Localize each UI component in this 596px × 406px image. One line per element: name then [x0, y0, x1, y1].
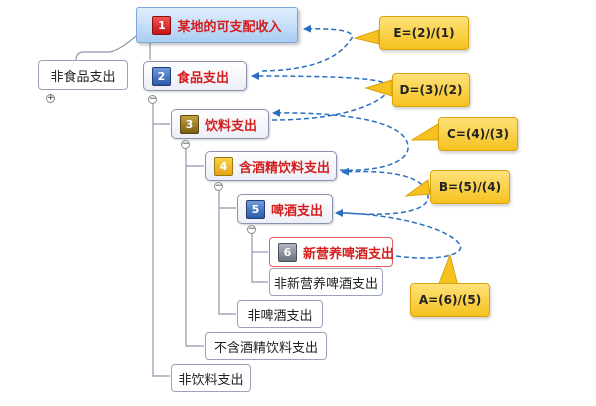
callout-b: B=(5)/(4) [430, 170, 510, 204]
number-badge-6: 6 [278, 242, 297, 262]
arrow-b [336, 167, 429, 216]
node-label: 食品支出 [177, 70, 230, 86]
node-alcoholic[interactable]: 4 含酒精饮料支出 [205, 151, 337, 181]
callout-text: E=(2)/(1) [393, 26, 455, 40]
callout-e: E=(2)/(1) [379, 16, 469, 50]
connector-beverage-trunk [185, 144, 204, 347]
connector-beer-trunk [251, 228, 268, 283]
connector-alcoholic-trunk [218, 186, 236, 315]
node-non-alcoholic[interactable]: 不含酒精饮料支出 [205, 332, 327, 360]
callout-text: A=(6)/(5) [418, 293, 482, 307]
callout-text: C=(4)/(3) [447, 127, 509, 141]
node-food[interactable]: 2 食品支出 [143, 61, 247, 91]
number-badge-5: 5 [246, 199, 265, 219]
callout-c: C=(4)/(3) [438, 117, 518, 151]
collapse-toggle-icon[interactable]: − [214, 181, 223, 191]
connector-food-trunk [152, 100, 170, 377]
collapse-toggle-icon[interactable]: − [247, 224, 256, 234]
root-label: 某地的可支配收入 [177, 19, 282, 35]
number-badge-4: 4 [214, 156, 233, 176]
collapse-toggle-icon[interactable]: − [181, 139, 190, 149]
node-label: 非新营养啤酒支出 [274, 276, 379, 292]
number-badge-1: 1 [152, 15, 172, 35]
node-label: 新营养啤酒支出 [303, 246, 395, 262]
node-label: 非啤酒支出 [247, 308, 313, 324]
node-label: 非食品支出 [50, 69, 116, 85]
node-non-beer[interactable]: 非啤酒支出 [237, 300, 323, 328]
node-non-new-nutrition-beer[interactable]: 非新营养啤酒支出 [269, 268, 383, 296]
number-badge-2: 2 [152, 66, 171, 86]
callout-pointer-a [437, 253, 459, 287]
expand-toggle-icon[interactable]: + [46, 93, 55, 103]
callout-d: D=(3)/(2) [392, 73, 470, 107]
node-label: 啤酒支出 [271, 203, 324, 219]
collapse-toggle-icon[interactable]: − [148, 94, 157, 104]
node-beverage[interactable]: 3 饮料支出 [171, 109, 269, 139]
arrow-c [272, 108, 409, 171]
node-label: 饮料支出 [205, 118, 258, 134]
node-non-beverage[interactable]: 非饮料支出 [171, 364, 251, 392]
callout-pointer-d [364, 79, 393, 97]
node-non-food[interactable]: 非食品支出 [38, 60, 128, 90]
node-label: 含酒精饮料支出 [239, 160, 331, 176]
number-badge-3: 3 [180, 114, 199, 134]
callout-text: B=(5)/(4) [438, 180, 502, 194]
node-new-nutrition-beer[interactable]: 6 新营养啤酒支出 [269, 237, 395, 267]
arrow-a [335, 209, 462, 259]
callout-text: D=(3)/(2) [399, 83, 463, 97]
node-beer[interactable]: 5 啤酒支出 [237, 194, 333, 224]
arrow-e [261, 24, 353, 72]
callout-a: A=(6)/(5) [410, 283, 490, 317]
callout-pointer-e [353, 29, 380, 45]
node-label: 不含酒精饮料支出 [214, 340, 319, 356]
callout-pointer-b [404, 179, 431, 197]
node-label: 非饮料支出 [178, 372, 244, 388]
root-node[interactable]: 1 某地的可支配收入 [136, 7, 298, 43]
connector-root-nonfood [75, 35, 137, 61]
